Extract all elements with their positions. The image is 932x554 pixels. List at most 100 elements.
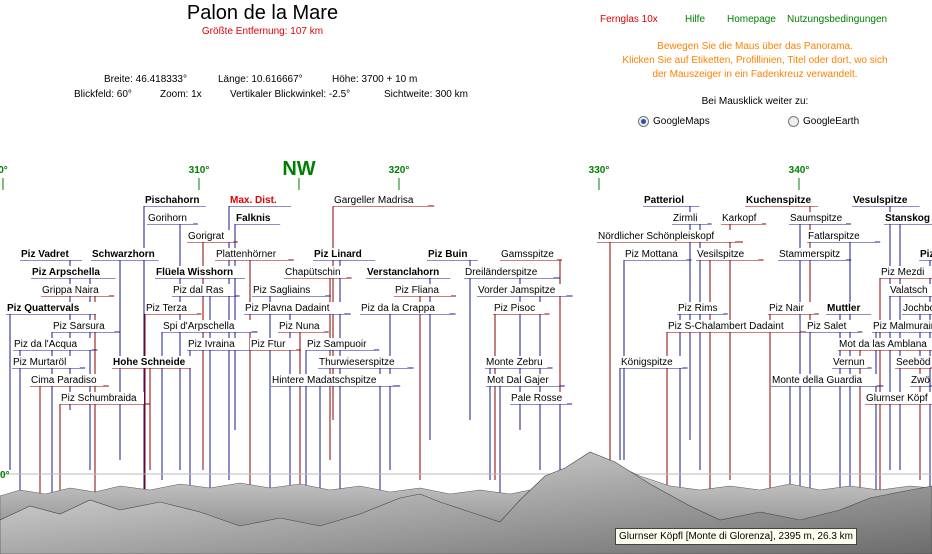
page-title[interactable]: Palon de la Mare xyxy=(186,2,339,24)
peak-label[interactable]: Piz Mezdi xyxy=(881,267,924,278)
peak-label[interactable]: Spi d'Arpschella xyxy=(163,321,235,332)
peak-label[interactable]: Schwarzhorn xyxy=(92,249,155,260)
peak-label[interactable]: Piz dal Ras xyxy=(173,285,224,296)
peak-label[interactable]: Jochbo xyxy=(903,303,932,314)
peak-label-bg xyxy=(250,338,297,350)
peak-label[interactable]: Piz xyxy=(920,249,932,260)
link-hilfe[interactable]: Hilfe xyxy=(685,14,706,25)
peak-label[interactable]: Piz Sampuoir xyxy=(307,339,367,350)
peak-label[interactable]: Piz Nair xyxy=(769,303,805,314)
peak-label[interactable]: Seeböd xyxy=(896,357,930,368)
peak-label[interactable]: Pale Rosse xyxy=(511,393,563,404)
peak-label[interactable]: Piz Buin xyxy=(428,249,467,260)
peak-label-bg xyxy=(235,212,281,224)
link-homepage[interactable]: Homepage xyxy=(727,14,776,25)
peak-label[interactable]: Piz Pisoc xyxy=(494,303,535,314)
peak-label-bg xyxy=(30,374,104,386)
peak-label[interactable]: Piz Arpschella xyxy=(32,267,100,278)
peak-label[interactable]: Piz Linard xyxy=(314,249,362,260)
peak-label[interactable]: Stammerspitz xyxy=(779,249,840,260)
radio-googlemaps[interactable]: GoogleMaps xyxy=(638,116,710,127)
radio-label: GoogleMaps xyxy=(653,116,710,127)
peak-label[interactable]: Flüela Wisshorn xyxy=(156,267,233,278)
peak-label-bg xyxy=(52,320,115,332)
radio-googleearth[interactable]: GoogleEarth xyxy=(788,116,859,127)
peak-label[interactable]: Piz Ftur xyxy=(251,339,286,350)
peak-label[interactable]: Valatsch xyxy=(890,285,928,296)
peak-label[interactable]: Karkopf xyxy=(722,213,757,224)
peak-label[interactable]: Hohe Schneide xyxy=(113,357,186,368)
peak-label[interactable]: Vernun xyxy=(833,357,865,368)
peak-label[interactable]: Patteriol xyxy=(644,195,684,206)
radio-button-icon[interactable] xyxy=(788,116,799,127)
peak-label[interactable]: Stanskog xyxy=(885,213,930,224)
peak-label[interactable]: Pischahorn xyxy=(145,195,199,206)
peak-label[interactable]: Thurwieserspitze xyxy=(319,357,395,368)
peak-label[interactable]: Monte della Guardia xyxy=(772,375,862,386)
info-blickfeld: Blickfeld: 60° xyxy=(74,89,132,100)
peak-label[interactable]: Grippa Naira xyxy=(42,285,99,296)
degree-label: 340° xyxy=(788,165,810,176)
peak-label[interactable]: Dreiländerspitze xyxy=(465,267,538,278)
peak-label-bg xyxy=(745,194,822,206)
peak-label-bg xyxy=(672,212,708,224)
info-zoom: Zoom: 1x xyxy=(160,89,202,100)
peak-label[interactable]: Piz Fliana xyxy=(395,285,439,296)
peak-label[interactable]: Piz Plavna Dadaint xyxy=(245,303,330,314)
peak-label[interactable]: Piz Vadret xyxy=(21,249,69,260)
peak-label[interactable]: Mot Dal Gajer xyxy=(487,375,549,386)
peak-label-bg xyxy=(147,212,194,224)
peak-label[interactable]: Piz Salet xyxy=(807,321,847,332)
peak-label[interactable]: Piz Malmurain xyxy=(873,321,932,332)
peak-label[interactable]: Piz Ivraina xyxy=(188,339,235,350)
peak-label[interactable]: Piz S-Chalambert Dadaint xyxy=(668,321,784,332)
peak-label[interactable]: Cima Paradiso xyxy=(31,375,97,386)
peak-label[interactable]: Fatlarspitze xyxy=(808,231,860,242)
peak-label-bg xyxy=(360,302,450,314)
peak-label[interactable]: Mot da las Amblana xyxy=(839,339,927,350)
link-nutzungsbedingungen[interactable]: Nutzungsbedingungen xyxy=(787,14,888,25)
peak-label[interactable]: Piz da la Crappa xyxy=(361,303,435,314)
peak-label-bg xyxy=(889,284,932,296)
link-fernglas[interactable]: Fernglas 10x xyxy=(600,14,658,25)
help-line-2: Klicken Sie auf Etiketten, Profillinien,… xyxy=(622,55,888,66)
peak-label[interactable]: Vesulspitze xyxy=(853,195,908,206)
peak-label[interactable]: Gorigrat xyxy=(188,231,224,242)
peak-label[interactable]: Piz Mottana xyxy=(625,249,678,260)
peak-label[interactable]: Kuchenspitze xyxy=(746,195,811,206)
peak-label[interactable]: Königspitze xyxy=(621,357,673,368)
peak-label[interactable]: Piz Sagliains xyxy=(253,285,310,296)
peak-label[interactable]: Vesilspitze xyxy=(697,249,745,260)
peak-label[interactable]: Muttler xyxy=(827,303,860,314)
peak-label[interactable]: Piz Sarsura xyxy=(53,321,105,332)
peak-label[interactable]: Piz Quattervals xyxy=(7,303,80,314)
peak-label[interactable]: Monte Zebru xyxy=(486,357,543,368)
peak-label[interactable]: Glurnser Köpf xyxy=(866,393,928,404)
peak-label[interactable]: Zwö xyxy=(911,375,930,386)
radio-button-icon[interactable] xyxy=(638,116,649,127)
peak-label[interactable]: Hintere Madatschspitze xyxy=(272,375,377,386)
peak-label[interactable]: Falknis xyxy=(236,213,271,224)
peak-label[interactable]: Piz da l'Acqua xyxy=(14,339,77,350)
peak-label[interactable]: Vorder Jamspitze xyxy=(478,285,556,296)
info-sichtweite: Sichtweite: 300 km xyxy=(384,89,468,100)
peak-label-bg xyxy=(172,284,235,296)
peak-label[interactable]: Zirmli xyxy=(673,213,697,224)
peak-label[interactable]: Chapütschin xyxy=(285,267,341,278)
peak-label[interactable]: Piz Nuna xyxy=(279,321,320,332)
peak-label[interactable]: Gargeller Madrisa xyxy=(334,195,414,206)
peak-label[interactable]: Gorihorn xyxy=(148,213,187,224)
peak-label-bg xyxy=(162,320,252,332)
peak-label[interactable]: Piz Murtaröl xyxy=(13,357,66,368)
peak-label-bg xyxy=(771,374,877,386)
peak-label[interactable]: Piz Terza xyxy=(146,303,187,314)
peak-label[interactable]: Max. Dist. xyxy=(230,195,277,206)
peak-label[interactable]: Plattenhörner xyxy=(216,249,277,260)
peak-label[interactable]: Saumspitze xyxy=(790,213,843,224)
peak-label[interactable]: Piz Schumbraida xyxy=(61,393,137,404)
peak-label[interactable]: Verstanclahorn xyxy=(367,267,439,278)
peak-label[interactable]: Piz Rims xyxy=(678,303,717,314)
peak-label[interactable]: Nördlicher Schönpleiskopf xyxy=(598,231,714,242)
peak-label[interactable]: Gamsspitze xyxy=(501,249,554,260)
